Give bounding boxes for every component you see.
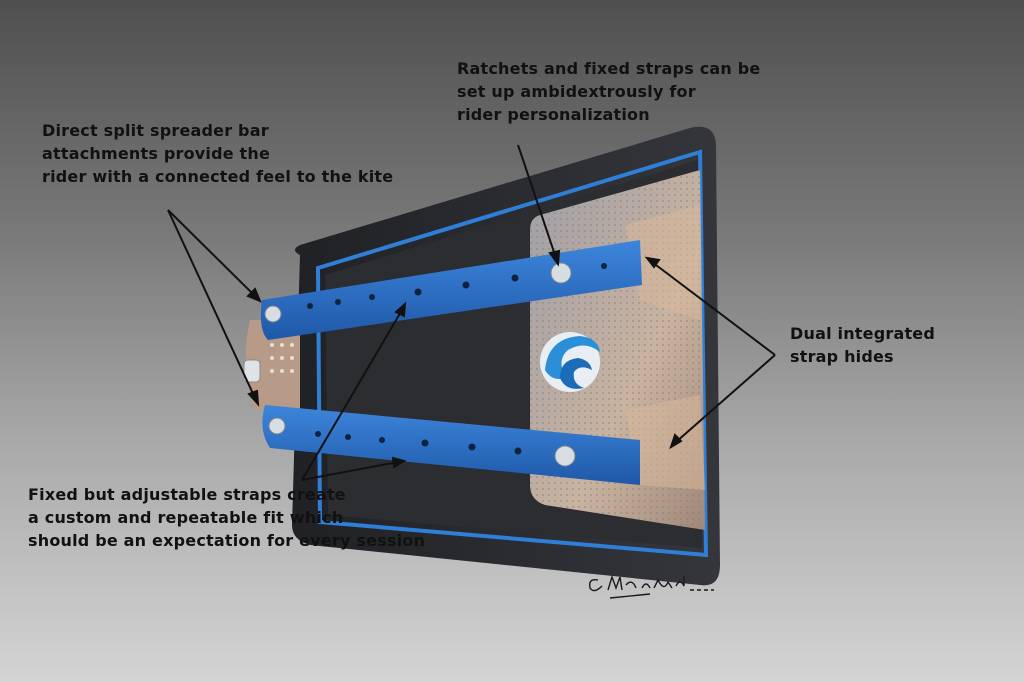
annotation-ratchets: Ratchets and fixed straps can be set up … xyxy=(457,57,760,126)
annotation-strap-hides: Dual integrated strap hides xyxy=(790,322,935,368)
ratchet-rivet xyxy=(554,445,576,467)
lower-strap xyxy=(262,405,640,485)
annotation-adjustable-straps: Fixed but adjustable straps create a cus… xyxy=(28,483,425,552)
annotation-line: rider with a connected feel to the kite xyxy=(42,167,394,186)
annotation-line: Ratchets and fixed straps can be xyxy=(457,59,761,78)
rivet xyxy=(268,417,286,435)
annotation-spreader-bar: Direct split spreader bar attachments pr… xyxy=(42,119,393,188)
annotation-line: set up ambidextrously for xyxy=(457,82,696,101)
upper-strap xyxy=(260,240,642,340)
arrow-ratchet xyxy=(517,144,557,259)
annotation-line: attachments provide the xyxy=(42,144,271,163)
annotation-line: Dual integrated xyxy=(790,324,935,343)
ratchet-rivet xyxy=(550,262,572,284)
arrow-spreader-2 xyxy=(167,209,256,399)
annotation-line: a custom and repeatable fit which xyxy=(28,508,344,527)
annotation-line: Fixed but adjustable straps create xyxy=(28,485,346,504)
arrow-spreader-1 xyxy=(167,209,257,298)
spreader-attachment xyxy=(246,320,300,410)
annotation-line: should be an expectation for every sessi… xyxy=(28,531,426,550)
strap-hide-lower xyxy=(625,395,705,490)
brand-logo-icon xyxy=(540,332,600,392)
annotation-line: Direct split spreader bar xyxy=(42,121,269,140)
artist-signature xyxy=(588,574,714,599)
rivet xyxy=(264,305,282,323)
strap-hide-upper xyxy=(625,205,700,320)
arrow-hide-2 xyxy=(675,354,776,443)
annotation-line: rider personalization xyxy=(457,105,650,124)
annotation-line: strap hides xyxy=(790,347,894,366)
arrow-straps-2 xyxy=(301,461,399,481)
arrow-straps-1 xyxy=(301,309,403,481)
arrow-hide-1 xyxy=(651,261,776,356)
